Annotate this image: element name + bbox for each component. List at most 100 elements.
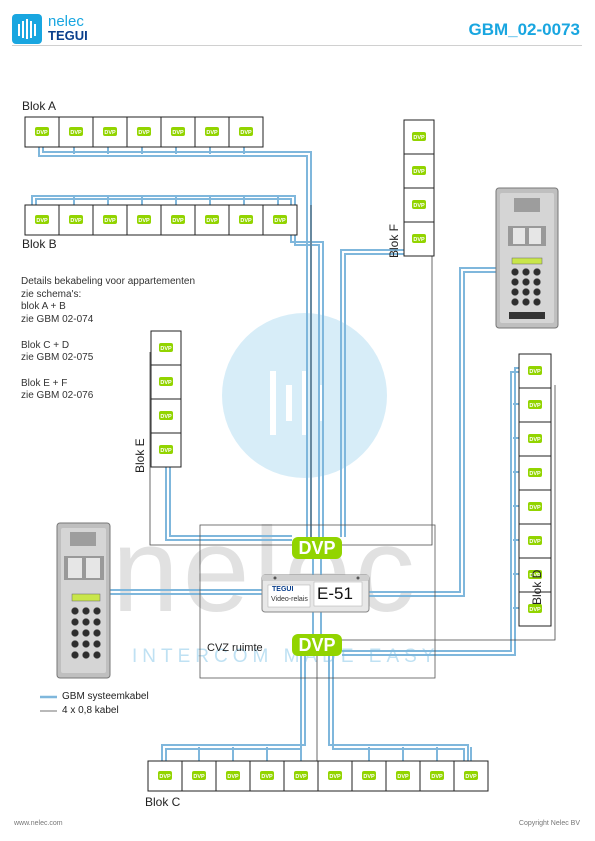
cvz-room	[199, 524, 436, 679]
label-blok-e: Blok E	[133, 438, 147, 473]
dvp-label: DVP	[206, 218, 218, 224]
apartment-unit: DVP	[58, 116, 94, 148]
watermark-bars-icon	[270, 371, 324, 435]
keypad-key	[511, 298, 519, 306]
dvp-label: DVP	[397, 774, 409, 780]
keypad-key	[71, 640, 79, 648]
system-cable	[342, 367, 534, 656]
dvp-distributor-upper: DVP	[292, 537, 342, 559]
system-cable	[369, 267, 496, 593]
keypad-key	[533, 298, 541, 306]
apartment-unit: DVP	[518, 557, 552, 593]
note-line: zie schema's:	[21, 288, 82, 300]
keypad-key	[533, 288, 541, 296]
label-cvz-room: CVZ ruimte	[207, 642, 263, 654]
relay-brand: TEGUI	[272, 586, 294, 593]
keypad-key	[511, 278, 519, 286]
apartment-unit: DVP	[150, 330, 182, 366]
keypad-key	[71, 618, 79, 626]
keypad-key	[93, 607, 101, 615]
dvp-label: DVP	[465, 774, 477, 780]
keypad-key	[533, 268, 541, 276]
note-line: Details bekabeling voor appartementen	[21, 276, 195, 287]
apartment-unit: DVP	[249, 760, 285, 792]
dvp-label: DVP	[363, 774, 375, 780]
keypad-key	[522, 288, 530, 296]
dvp-label: DVP	[160, 448, 172, 454]
dvp-label: DVP	[227, 774, 239, 780]
apartment-unit: DVP	[150, 432, 182, 468]
note-line	[21, 327, 195, 340]
wire-cable	[342, 148, 433, 546]
dvp-label: DVP	[529, 573, 541, 579]
apartment-unit: DVP	[150, 364, 182, 400]
keypad-key	[82, 651, 90, 659]
brand-logo	[12, 14, 122, 46]
wire-cable	[342, 385, 556, 641]
label-blok-f: Blok F	[387, 223, 401, 258]
dvp-label: DVP	[160, 380, 172, 386]
relay-caption: Video-relais	[271, 596, 308, 603]
apartment-unit: DVP	[58, 204, 94, 236]
apartment-unit: DVP	[160, 204, 196, 236]
keypad-key	[93, 640, 101, 648]
apartment-unit: DVP	[518, 387, 552, 423]
note-line: zie GBM 02-075	[21, 352, 94, 364]
note-line: zie GBM 02-074	[21, 314, 94, 326]
dvp-label: DVP	[193, 774, 205, 780]
note-line: zie GBM 02-076	[21, 390, 94, 402]
apartment-unit: DVP	[403, 153, 435, 189]
apartment-unit: DVP	[351, 760, 387, 792]
system-cable	[328, 656, 469, 775]
note-line: Blok E + F	[21, 377, 68, 389]
watermark-word: nelec	[112, 503, 419, 637]
keypad-right	[511, 268, 541, 306]
dvp-label: DVP	[529, 505, 541, 511]
entrance-panel-left	[56, 522, 111, 679]
keypad-key	[522, 298, 530, 306]
apartment-unit: DVP	[453, 760, 489, 792]
keypad-key	[511, 268, 519, 276]
keypad-key	[93, 651, 101, 659]
keypad-key	[71, 629, 79, 637]
apartment-unit: DVP	[228, 116, 264, 148]
keypad-key	[82, 618, 90, 626]
apartment-unit: DVP	[181, 760, 217, 792]
wire-cables	[149, 148, 556, 765]
apartment-unit: DVP	[126, 204, 162, 236]
dvp-label: DVP	[104, 218, 116, 224]
apartment-unit: DVP	[283, 760, 319, 792]
system-cable	[161, 656, 306, 775]
dvp-label: DVP	[261, 774, 273, 780]
dvp-label: DVP	[70, 130, 82, 136]
apartment-unit: DVP	[215, 760, 251, 792]
legend-wire-text: 4 x 0,8 kabel	[62, 705, 119, 716]
dvp-label: DVP	[413, 203, 425, 209]
header-rule	[12, 45, 582, 46]
dvp-label: DVP	[413, 135, 425, 141]
logo-subname: TEGUI	[48, 28, 88, 43]
notes: Details bekabeling voor appartementen zi…	[21, 276, 195, 403]
logo-badge-icon	[12, 14, 42, 44]
footer-website[interactable]: www.nelec.com	[14, 820, 63, 827]
dvp-label: DVP	[529, 471, 541, 477]
keypad-key	[93, 629, 101, 637]
system-cable	[369, 271, 496, 597]
apartment-unit: DVP	[518, 421, 552, 457]
dvp-label: DVP	[240, 130, 252, 136]
dvp-label: DVP	[529, 369, 541, 375]
apartment-unit: DVP	[126, 116, 162, 148]
apartment-unit: DVP	[150, 398, 182, 434]
dvp-label: DVP	[240, 218, 252, 224]
apartment-unit: DVP	[403, 119, 435, 155]
logo-name: nelec	[48, 13, 84, 30]
dvp-label: DVP	[529, 607, 541, 613]
apartment-unit: DVP	[419, 760, 455, 792]
entrance-panel-right	[495, 187, 559, 329]
keypad-key	[511, 288, 519, 296]
label-blok-d: Blok D	[530, 569, 544, 605]
apartment-unit: DVP	[194, 116, 230, 148]
apartment-unit: DVP	[518, 353, 552, 389]
label-blok-b: Blok B	[22, 237, 57, 251]
